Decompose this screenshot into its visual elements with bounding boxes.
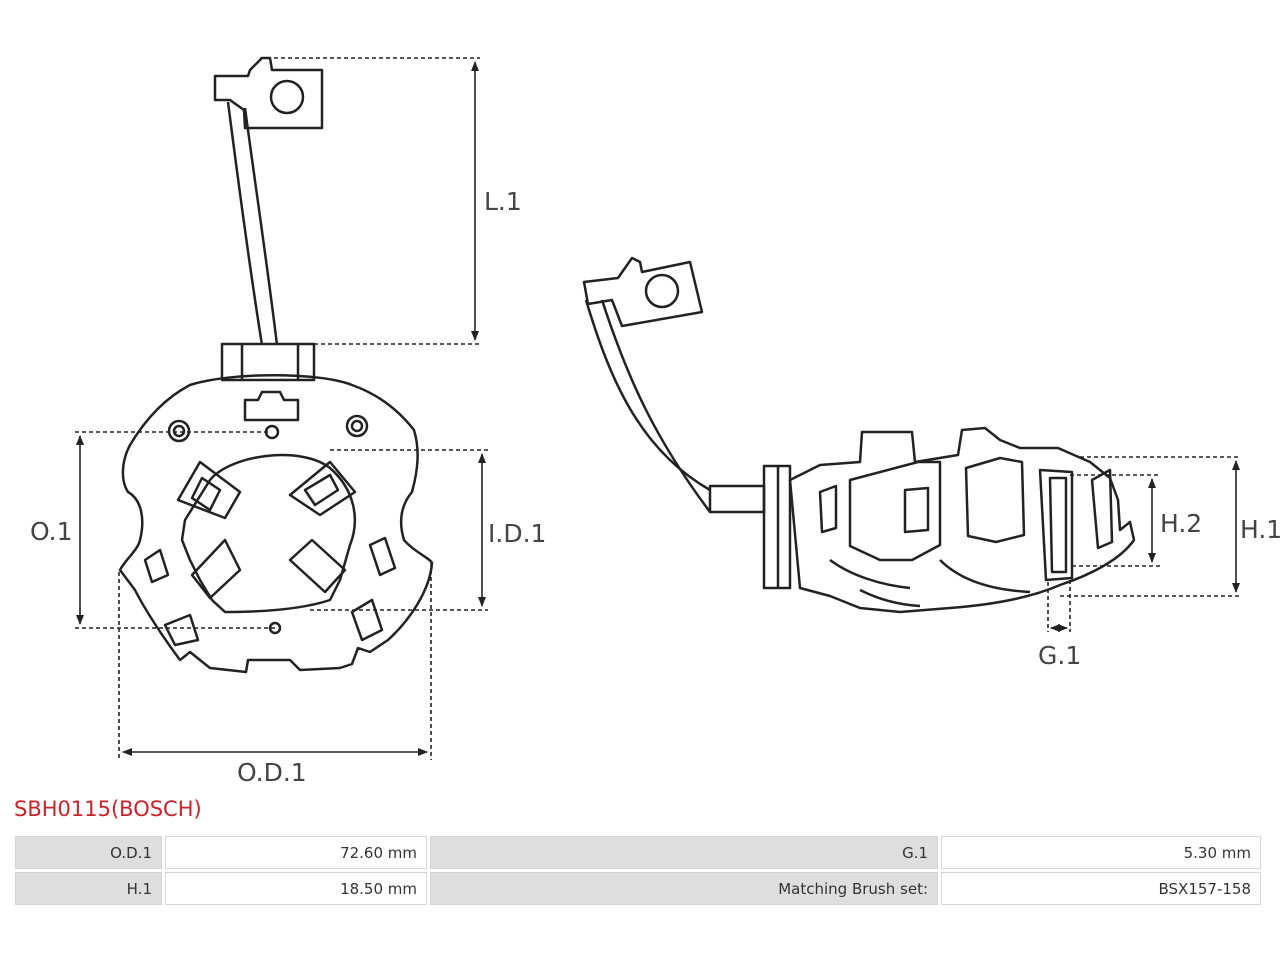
label-od1: O.D.1 <box>237 758 307 787</box>
spec-key: G.1 <box>430 836 938 869</box>
label-l1: L.1 <box>484 187 522 216</box>
spec-value: BSX157-158 <box>941 872 1261 905</box>
table-row: O.D.1 72.60 mm G.1 5.30 mm <box>15 836 1261 869</box>
label-h1: H.1 <box>1240 515 1280 544</box>
spec-key: H.1 <box>15 872 162 905</box>
label-h2: H.2 <box>1160 509 1202 538</box>
spec-key: Matching Brush set: <box>430 872 938 905</box>
product-title: SBH0115(BOSCH) <box>14 797 202 821</box>
side-view-brush-holder <box>582 256 1136 614</box>
spec-value: 72.60 mm <box>165 836 427 869</box>
front-view-brush-holder <box>118 56 434 674</box>
table-row: H.1 18.50 mm Matching Brush set: BSX157-… <box>15 872 1261 905</box>
specs-table: O.D.1 72.60 mm G.1 5.30 mm H.1 18.50 mm … <box>12 833 1264 908</box>
label-g1: G.1 <box>1038 641 1081 670</box>
spec-value: 5.30 mm <box>941 836 1261 869</box>
technical-drawing: L.1 O.1 I.D.1 O.D.1 H.2 H.1 G.1 <box>30 56 1280 787</box>
label-o1: O.1 <box>30 517 73 546</box>
dimension-lines <box>75 57 1240 760</box>
label-id1: I.D.1 <box>488 519 546 548</box>
spec-value: 18.50 mm <box>165 872 427 905</box>
spec-key: O.D.1 <box>15 836 162 869</box>
